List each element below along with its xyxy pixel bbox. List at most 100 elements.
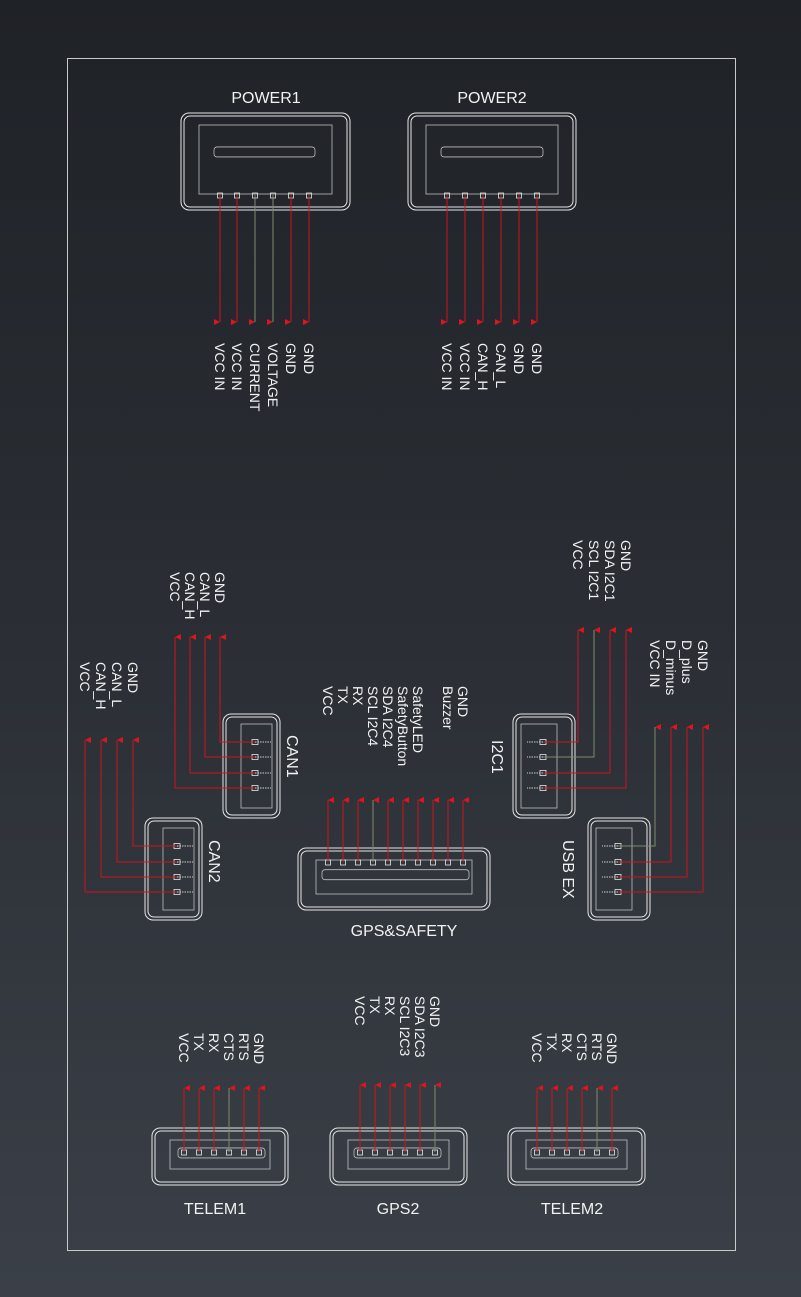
pin-label: CTS xyxy=(574,1033,590,1061)
connector-title: TELEM1 xyxy=(184,1201,246,1218)
pin-label: SCL I2C4 xyxy=(365,686,381,746)
pin-label: VCC IN xyxy=(229,343,245,390)
connector-housing xyxy=(151,1127,289,1186)
pin-label: SCL I2C1 xyxy=(586,540,602,600)
connector-housing xyxy=(407,112,577,211)
pin-label: CAN_H xyxy=(182,572,198,619)
wire xyxy=(100,737,177,878)
pin-label: VCC xyxy=(529,1033,545,1063)
connector-socket xyxy=(595,827,633,911)
connector-housing-inner xyxy=(510,1130,643,1183)
pin-label: D_plus xyxy=(679,640,695,684)
pin-label: GND xyxy=(212,572,228,603)
pin-label: CTS xyxy=(221,1033,237,1061)
pin-label: CAN_H xyxy=(475,343,491,390)
pin-label: SafetyLED xyxy=(410,686,426,753)
pin-label: VCC IN xyxy=(439,343,455,390)
connector-title: GPS2 xyxy=(377,1201,420,1218)
wire xyxy=(204,634,255,758)
pin-label: VOLTAGE xyxy=(265,343,281,407)
connector-title: CAN1 xyxy=(283,735,300,778)
wire xyxy=(219,634,255,743)
wire xyxy=(618,724,709,893)
connector-housing xyxy=(180,112,351,211)
pin-label: TX xyxy=(191,1033,207,1052)
pin-label: RX xyxy=(559,1033,575,1053)
pin-label: RTS xyxy=(589,1033,605,1061)
pin-label: GND xyxy=(427,996,443,1027)
connector-latch xyxy=(530,1147,619,1159)
wire xyxy=(618,724,693,878)
wire xyxy=(543,627,616,774)
connector-socket xyxy=(347,1139,450,1170)
wire xyxy=(189,634,255,774)
connector-title: TELEM2 xyxy=(541,1201,603,1218)
wire xyxy=(543,627,584,743)
pin-label: D_minus xyxy=(663,640,679,695)
connector-title: POWER2 xyxy=(457,90,526,107)
wire xyxy=(618,724,677,863)
connector-socket xyxy=(198,124,333,195)
pin-label: GND xyxy=(283,343,299,374)
connector-socket xyxy=(240,723,273,809)
connector-latch xyxy=(213,146,316,158)
pin-label: GND xyxy=(455,686,471,717)
wire xyxy=(132,737,177,847)
connector-housing xyxy=(512,713,576,819)
connector-housing-inner xyxy=(300,850,488,908)
pin-label: TX xyxy=(544,1033,560,1052)
pin-label: TX xyxy=(367,996,383,1015)
connector-housing-inner xyxy=(515,716,573,816)
connector-housing xyxy=(587,817,651,921)
pin-label: VCC xyxy=(320,686,336,716)
pin-label: VCC IN xyxy=(457,343,473,390)
connector-housing xyxy=(507,1127,646,1186)
pin-label: RX xyxy=(382,996,398,1016)
wire xyxy=(174,634,255,789)
pin-label: SDA I2C4 xyxy=(380,686,396,748)
pin-label: GND xyxy=(604,1033,620,1064)
connector-socket xyxy=(169,1139,271,1170)
wire xyxy=(116,737,177,863)
connector-latch xyxy=(321,869,470,881)
connector-housing xyxy=(297,847,491,911)
pin-label: GND xyxy=(125,662,141,693)
pin-label: VCC xyxy=(77,662,93,692)
board-frame xyxy=(67,58,736,1251)
pin-label: RX xyxy=(350,686,366,706)
pin-label: CAN_L xyxy=(109,662,125,707)
wire xyxy=(618,724,661,847)
connector-housing xyxy=(144,817,203,921)
connector-title: GPS&SAFETY xyxy=(351,923,458,940)
wire xyxy=(84,737,177,893)
pin-label: VCC xyxy=(570,540,586,570)
connector-socket xyxy=(162,827,195,911)
pin-label: CAN_H xyxy=(93,662,109,709)
pin-label: GND xyxy=(529,343,545,374)
pin-label: CURRENT xyxy=(247,343,263,412)
pin-label: RTS xyxy=(236,1033,252,1061)
pin-label: SafetyButton xyxy=(395,686,411,766)
connector-housing-inner xyxy=(590,820,648,918)
connector-title: I2C1 xyxy=(488,740,505,774)
pin-label: CAN_L xyxy=(197,572,213,617)
connector-housing xyxy=(329,1127,468,1186)
connector-housing-inner xyxy=(332,1130,465,1183)
connector-title: CAN2 xyxy=(205,840,222,883)
pin-label: SDA I2C3 xyxy=(412,996,428,1058)
connector-title: POWER1 xyxy=(231,90,300,107)
connector-socket xyxy=(520,723,558,809)
pin-label: GND xyxy=(511,343,527,374)
connector-socket xyxy=(525,1139,628,1170)
pin-label: VCC xyxy=(176,1033,192,1063)
pin-label: VCC xyxy=(352,996,368,1026)
